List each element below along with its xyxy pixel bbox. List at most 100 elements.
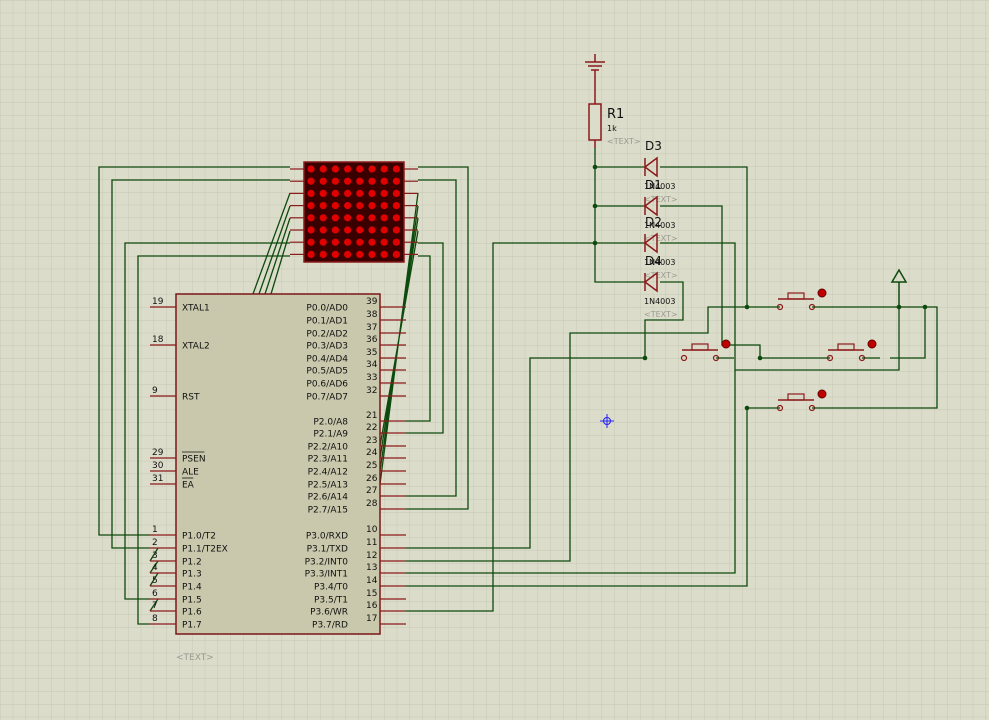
wire bbox=[252, 192, 291, 295]
diode-placeholder: <TEXT> bbox=[644, 310, 678, 319]
diode-part: 1N4003 bbox=[644, 258, 675, 267]
wire bbox=[379, 192, 419, 485]
pin-number: 18 bbox=[152, 335, 164, 345]
wire bbox=[406, 242, 595, 612]
chip-pin-6: 6P1.5 bbox=[150, 589, 202, 606]
led-dot bbox=[380, 177, 388, 185]
led-dot bbox=[331, 214, 339, 222]
pin-label: P2.2/A10 bbox=[308, 443, 349, 453]
microcontroller-at89c51[interactable]: 19XTAL118XTAL29RST29PSEN30ALE31EA1P1.0/T… bbox=[150, 293, 406, 663]
pin-number: 23 bbox=[366, 436, 377, 446]
wire bbox=[149, 547, 159, 612]
button-indicator bbox=[867, 339, 877, 349]
chip-body[interactable] bbox=[175, 293, 381, 635]
pin-label: P0.2/AD2 bbox=[306, 330, 348, 340]
pin-label: P3.5/T1 bbox=[314, 596, 348, 606]
pin-label: P0.5/AD5 bbox=[306, 367, 348, 377]
button-indicator bbox=[817, 389, 827, 399]
pin-number: 13 bbox=[366, 563, 377, 573]
pin-number: 1 bbox=[152, 525, 158, 535]
pin-label: P2.4/A12 bbox=[308, 468, 348, 478]
led-dot bbox=[307, 250, 315, 258]
chip-pin-2: 2P1.1/T2EX bbox=[150, 538, 228, 555]
wire bbox=[406, 255, 431, 422]
led-dot bbox=[319, 214, 327, 222]
resistor-r1[interactable]: R1 1k <TEXT> bbox=[588, 103, 641, 148]
pin-label: EA bbox=[182, 481, 195, 491]
chip-pin-7: 7P1.6 bbox=[150, 601, 202, 618]
button-indicator bbox=[817, 288, 827, 298]
pin-number: 26 bbox=[366, 474, 378, 484]
junction-dot bbox=[592, 164, 598, 170]
led-dot bbox=[319, 165, 327, 173]
push-button-4[interactable] bbox=[776, 389, 831, 412]
led-dot bbox=[380, 238, 388, 246]
pin-number: 12 bbox=[366, 551, 377, 561]
chip-pin-8: 8P1.7 bbox=[150, 614, 202, 631]
push-button-1[interactable] bbox=[776, 288, 831, 311]
led-dot bbox=[356, 250, 364, 258]
pin-number: 37 bbox=[366, 323, 377, 333]
chip-pin-1: 1P1.0/T2 bbox=[150, 525, 216, 542]
junction-dot bbox=[757, 355, 763, 361]
wire bbox=[406, 370, 736, 574]
pin-label: PSEN bbox=[182, 455, 206, 465]
junction-dot bbox=[744, 304, 750, 310]
led-dot bbox=[331, 165, 339, 173]
button-group bbox=[680, 288, 881, 412]
wire bbox=[137, 255, 290, 625]
pin-label: P0.0/AD0 bbox=[306, 304, 348, 314]
led-dot bbox=[344, 165, 352, 173]
led-dot bbox=[380, 214, 388, 222]
led-dot bbox=[344, 250, 352, 258]
pin-number: 25 bbox=[366, 461, 377, 471]
led-dot bbox=[319, 177, 327, 185]
pin-label: RST bbox=[182, 393, 200, 403]
wire bbox=[406, 306, 747, 562]
led-dot bbox=[307, 202, 315, 210]
pin-label: P1.1/T2EX bbox=[182, 545, 228, 555]
led-matrix-8x8[interactable] bbox=[290, 161, 418, 263]
diode-ref: D2 bbox=[645, 215, 662, 229]
led-dot bbox=[356, 177, 364, 185]
push-button-2[interactable] bbox=[680, 339, 735, 362]
led-dot bbox=[331, 226, 339, 234]
diode-d2[interactable]: D2 1N4003 <TEXT> bbox=[643, 215, 678, 280]
led-dot bbox=[344, 214, 352, 222]
diode-placeholder: <TEXT> bbox=[644, 271, 678, 280]
pin-label: P0.4/AD4 bbox=[306, 355, 348, 365]
pin-number: 6 bbox=[152, 589, 158, 599]
led-dot bbox=[319, 189, 327, 197]
led-dot bbox=[356, 226, 364, 234]
led-dot bbox=[368, 189, 376, 197]
pin-label: P3.1/TXD bbox=[307, 545, 348, 555]
chip-pin-4: 4P1.3 bbox=[150, 563, 202, 580]
led-dot bbox=[368, 202, 376, 210]
pin-number: 3 bbox=[152, 551, 158, 561]
push-button-3[interactable] bbox=[826, 339, 881, 362]
led-dot bbox=[368, 238, 376, 246]
pin-label: P1.0/T2 bbox=[182, 532, 216, 542]
pin-number: 24 bbox=[366, 448, 378, 458]
pin-number: 38 bbox=[366, 310, 378, 320]
